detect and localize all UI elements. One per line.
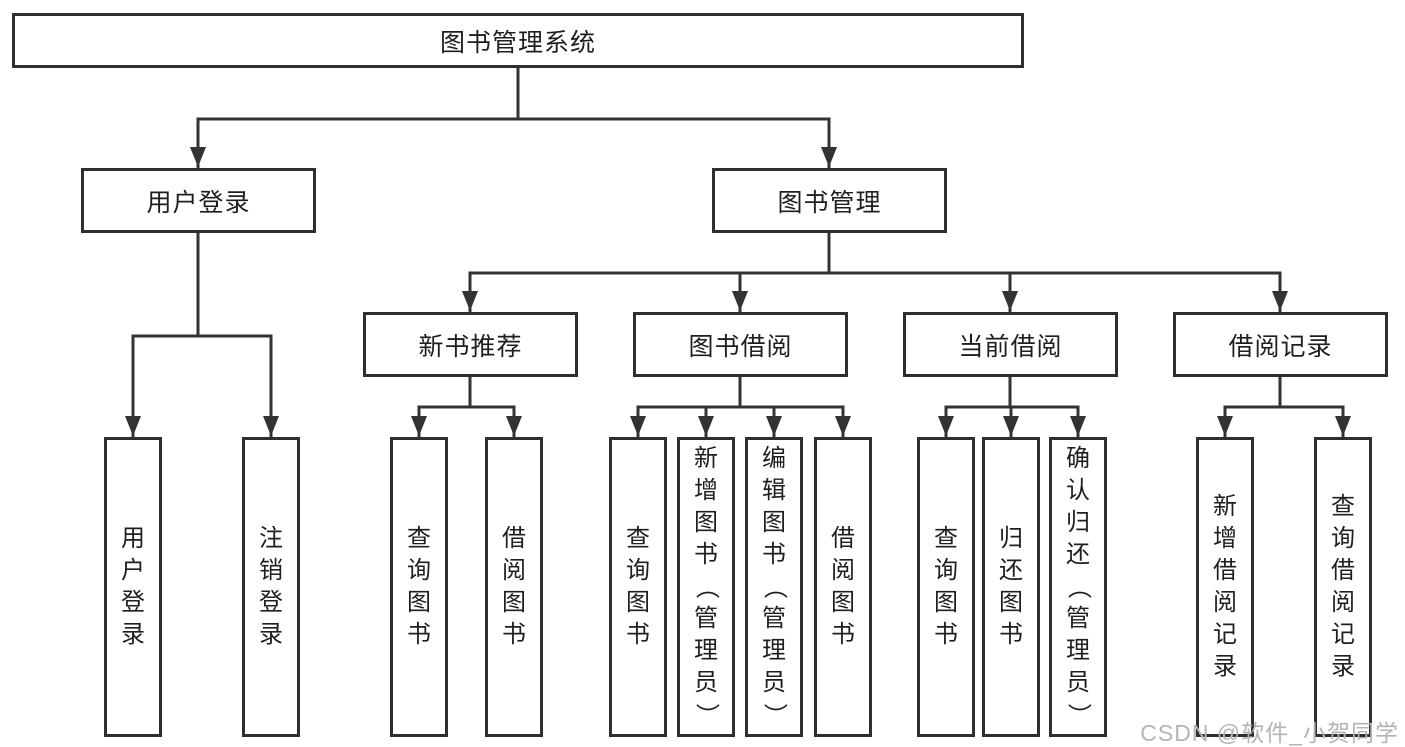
vertical-char: 询 bbox=[934, 557, 958, 584]
vertical-char: 记 bbox=[1331, 621, 1355, 648]
vertical-char: ） bbox=[761, 703, 788, 727]
vertical-char: 确 bbox=[1066, 445, 1090, 472]
vertical-char: 询 bbox=[626, 557, 650, 584]
vertical-char: 增 bbox=[694, 477, 718, 504]
vertical-char: 录 bbox=[121, 621, 145, 648]
node-borrow-records: 借阅记录 bbox=[1173, 312, 1388, 377]
vertical-char: 书 bbox=[407, 621, 431, 648]
vertical-char: 员 bbox=[762, 669, 786, 696]
vertical-char: 书 bbox=[626, 621, 650, 648]
vertical-char: 书 bbox=[999, 621, 1023, 648]
vertical-char: 录 bbox=[1213, 653, 1237, 680]
vertical-char: 管 bbox=[1066, 605, 1090, 632]
leaf-query-books-current: 查询图书 bbox=[917, 437, 975, 737]
vertical-char: 登 bbox=[259, 589, 283, 616]
vertical-char: （ bbox=[761, 575, 788, 599]
vertical-char: 阅 bbox=[1331, 589, 1355, 616]
vertical-char: 查 bbox=[934, 525, 958, 552]
connector-paths bbox=[131, 67, 1345, 437]
vertical-char: 注 bbox=[259, 525, 283, 552]
leaf-query-borrow-record: 查询借阅记录 bbox=[1314, 437, 1372, 737]
vertical-char: 理 bbox=[1066, 637, 1090, 664]
vertical-char: 员 bbox=[694, 669, 718, 696]
vertical-char: ） bbox=[1065, 703, 1092, 727]
vertical-char: 理 bbox=[694, 637, 718, 664]
vertical-char: 归 bbox=[1066, 509, 1090, 536]
vertical-char: 图 bbox=[999, 589, 1023, 616]
vertical-char: 图 bbox=[694, 509, 718, 536]
leaf-edit-books-admin: 编辑图书 （ 管理员 ） bbox=[745, 437, 803, 737]
leaf-borrow-books: 借阅图书 bbox=[814, 437, 872, 737]
vertical-char: 图 bbox=[934, 589, 958, 616]
vertical-char: 询 bbox=[1331, 525, 1355, 552]
vertical-char: 归 bbox=[999, 525, 1023, 552]
vertical-char: （ bbox=[1065, 575, 1092, 599]
leaf-borrow-books-recommend: 借阅图书 bbox=[485, 437, 543, 737]
vertical-char: 借 bbox=[1331, 557, 1355, 584]
vertical-char: 书 bbox=[762, 541, 786, 568]
vertical-char: 录 bbox=[1331, 653, 1355, 680]
vertical-char: 书 bbox=[831, 621, 855, 648]
node-book-borrow: 图书借阅 bbox=[633, 312, 848, 377]
vertical-char: 阅 bbox=[502, 557, 526, 584]
vertical-char: 登 bbox=[121, 589, 145, 616]
node-user-login: 用户登录 bbox=[81, 168, 316, 233]
vertical-char: 管 bbox=[762, 605, 786, 632]
vertical-char: 阅 bbox=[831, 557, 855, 584]
vertical-char: 查 bbox=[1331, 493, 1355, 520]
vertical-char: 管 bbox=[694, 605, 718, 632]
vertical-char: 增 bbox=[1213, 525, 1237, 552]
vertical-char: 编 bbox=[762, 445, 786, 472]
leaf-logout: 注销登录 bbox=[242, 437, 300, 737]
arrowheads bbox=[125, 147, 1351, 436]
vertical-char: 认 bbox=[1066, 477, 1090, 504]
vertical-char: 图 bbox=[626, 589, 650, 616]
vertical-char: 还 bbox=[1066, 541, 1090, 568]
vertical-char: 员 bbox=[1066, 669, 1090, 696]
vertical-char: 书 bbox=[694, 541, 718, 568]
vertical-char: 图 bbox=[831, 589, 855, 616]
node-current-borrow: 当前借阅 bbox=[903, 312, 1118, 377]
vertical-char: 询 bbox=[407, 557, 431, 584]
leaf-query-books-borrow: 查询图书 bbox=[609, 437, 667, 737]
vertical-char: 新 bbox=[1213, 493, 1237, 520]
vertical-char: 借 bbox=[502, 525, 526, 552]
vertical-char: 图 bbox=[762, 509, 786, 536]
vertical-char: 用 bbox=[121, 525, 145, 552]
vertical-char: 户 bbox=[121, 557, 145, 584]
leaf-add-books-admin: 新增图书 （ 管理员 ） bbox=[677, 437, 735, 737]
leaf-confirm-return-admin: 确认归还 （ 管理员 ） bbox=[1049, 437, 1107, 737]
vertical-char: 查 bbox=[407, 525, 431, 552]
vertical-char: 销 bbox=[259, 557, 283, 584]
vertical-char: 阅 bbox=[1213, 589, 1237, 616]
leaf-return-books: 归还图书 bbox=[982, 437, 1040, 737]
node-new-book-recommend: 新书推荐 bbox=[363, 312, 578, 377]
vertical-char: （ bbox=[693, 575, 720, 599]
vertical-char: 理 bbox=[762, 637, 786, 664]
node-system-root: 图书管理系统 bbox=[12, 13, 1024, 68]
vertical-char: 借 bbox=[831, 525, 855, 552]
vertical-char: 新 bbox=[694, 445, 718, 472]
vertical-char: 记 bbox=[1213, 621, 1237, 648]
vertical-char: 查 bbox=[626, 525, 650, 552]
leaf-query-books-recommend: 查询图书 bbox=[390, 437, 448, 737]
node-book-management: 图书管理 bbox=[712, 168, 947, 233]
vertical-char: 还 bbox=[999, 557, 1023, 584]
vertical-char: 书 bbox=[934, 621, 958, 648]
vertical-char: ） bbox=[693, 703, 720, 727]
vertical-char: 录 bbox=[259, 621, 283, 648]
leaf-add-borrow-record: 新增借阅记录 bbox=[1196, 437, 1254, 737]
vertical-char: 辑 bbox=[762, 477, 786, 504]
csdn-watermark: CSDN @软件_小贺同学 bbox=[1140, 720, 1399, 746]
leaf-user-login: 用户登录 bbox=[104, 437, 162, 737]
vertical-char: 图 bbox=[502, 589, 526, 616]
vertical-char: 借 bbox=[1213, 557, 1237, 584]
vertical-char: 图 bbox=[407, 589, 431, 616]
vertical-char: 书 bbox=[502, 621, 526, 648]
